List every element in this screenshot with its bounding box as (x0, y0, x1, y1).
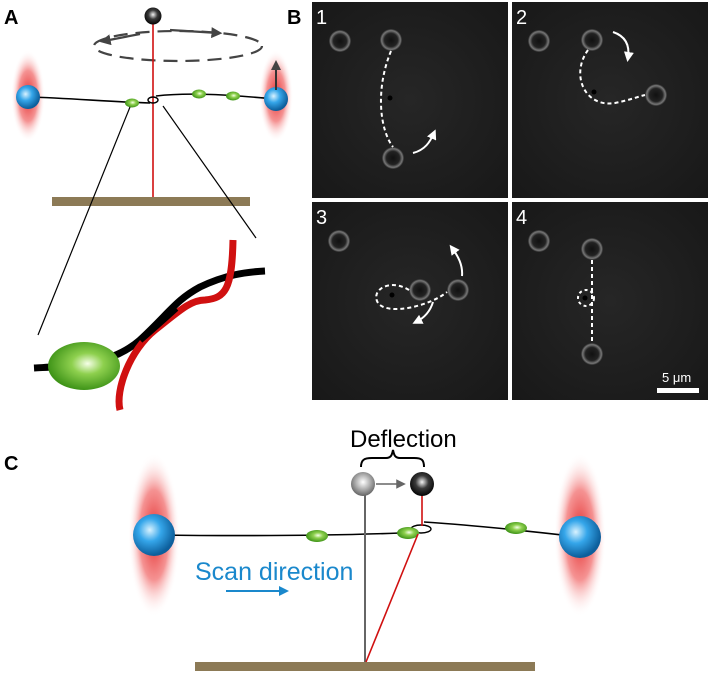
frame-2-bead-right (645, 84, 667, 106)
right-bead (264, 87, 288, 111)
frame-1-path (379, 50, 394, 148)
c-surface (195, 662, 535, 671)
surface-a (52, 197, 250, 206)
zoom-line-right (162, 105, 257, 239)
frame-1-number: 1 (316, 7, 327, 29)
frame-1-bead-bottom (382, 147, 404, 169)
panel-b-label: B (287, 7, 301, 29)
frame-3-bead-right (447, 279, 469, 301)
frame-3-arrow-down (412, 301, 434, 324)
frame-4-number: 4 (516, 207, 527, 229)
zoom-red-strand (115, 239, 237, 411)
frame-3-bead-mid (409, 279, 431, 301)
c-protein-1 (306, 530, 328, 542)
panel-b: B 1 2 3 (287, 2, 708, 400)
frame-4-anchor (582, 295, 588, 301)
c-right-bead (559, 516, 601, 558)
frame-1-anchor (387, 95, 393, 101)
c-left-bead (133, 514, 175, 556)
frame-2-bead-ref (528, 30, 550, 52)
c-deflected-bead (410, 472, 434, 496)
frame-1: 1 (312, 2, 508, 198)
protein-1 (125, 98, 139, 108)
panel-a: A (4, 7, 293, 411)
scale-bar-label: 5 μm (662, 370, 691, 385)
rotation-arrow-right-head (169, 27, 223, 39)
zoom-line-left (37, 106, 131, 336)
tethered-bead (144, 7, 162, 25)
protein-3 (226, 91, 240, 101)
frame-4-bead-top (581, 238, 603, 260)
c-deflection-label: Deflection (350, 426, 457, 453)
frame-4-loop (577, 289, 595, 307)
dna-loop (147, 96, 159, 104)
rotation-arrow-left (99, 32, 141, 46)
c-scan-label: Scan direction (195, 558, 353, 586)
scale-bar (657, 388, 699, 393)
zoom-inset (33, 239, 266, 411)
frame-2-bead-top (581, 29, 603, 51)
frame-3-number: 3 (316, 207, 327, 229)
c-protein-3 (505, 522, 527, 534)
frame-2-arrow (612, 31, 634, 62)
frame-3-path (375, 284, 448, 311)
frame-1-arrow (412, 129, 437, 154)
c-protein-2 (397, 527, 419, 539)
panel-a-label: A (4, 7, 18, 29)
frame-1-bead-top (380, 29, 402, 51)
protein-2 (192, 89, 206, 99)
frame-3-bead-ref (328, 230, 350, 252)
frame-2-number: 2 (516, 7, 527, 29)
frame-2-path (579, 49, 646, 105)
zoom-protein (48, 342, 120, 390)
frame-3-anchor (389, 292, 395, 298)
frame-4-bead-ref (528, 230, 550, 252)
frame-4-bead-bottom (581, 343, 603, 365)
panel-c-label: C (4, 453, 18, 475)
frame-1-bead-ref (329, 30, 351, 52)
frame-4: 4 5 μm (512, 202, 708, 400)
frame-2-anchor (591, 89, 597, 95)
frame-3-arrow-up (449, 244, 464, 277)
frame-2: 2 (512, 2, 708, 198)
left-bead (16, 85, 40, 109)
zoom-black-over (137, 305, 179, 343)
frame-3: 3 (312, 202, 508, 400)
c-red-tether-diagonal (365, 533, 419, 663)
c-initial-bead (351, 472, 375, 496)
c-deflection-brace (360, 449, 425, 468)
rotation-path (92, 29, 264, 63)
panel-c: C Deflection Scan direction (4, 426, 606, 671)
